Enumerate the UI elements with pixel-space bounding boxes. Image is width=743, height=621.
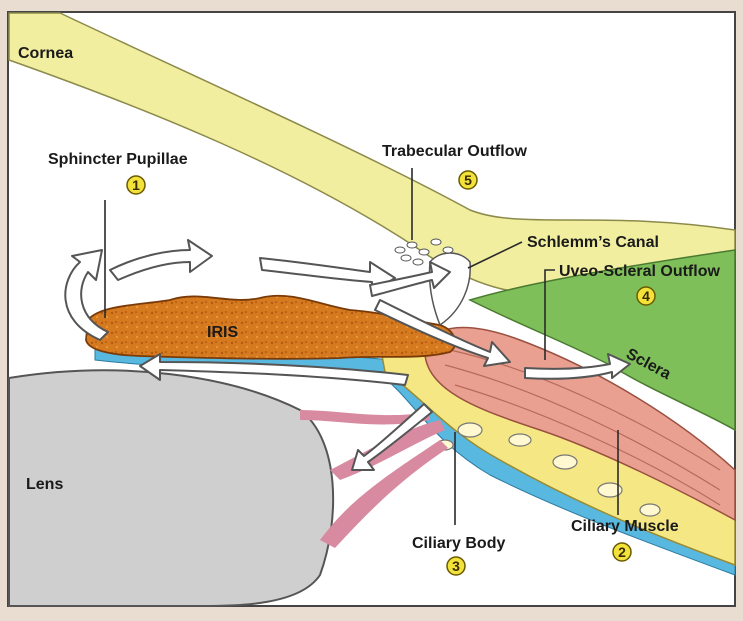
label-uveo-scleral-outflow: Uveo-Scleral Outflow bbox=[559, 263, 720, 280]
svg-text:2: 2 bbox=[618, 544, 626, 560]
zonule-strand-1 bbox=[300, 410, 430, 425]
flow-arrow-down-left bbox=[351, 403, 433, 471]
meshwork-cell-2 bbox=[406, 241, 418, 249]
flow-arrow-back-left bbox=[139, 353, 409, 386]
cornea-shape bbox=[8, 12, 736, 294]
meshwork-cell-7 bbox=[442, 246, 454, 254]
svg-text:4: 4 bbox=[642, 288, 650, 304]
marker-1: 1 bbox=[126, 175, 146, 195]
iris-shape bbox=[85, 294, 457, 360]
meshwork-cell-5 bbox=[412, 258, 424, 266]
vessel-oval-1 bbox=[457, 422, 483, 438]
flow-arrow-to-ciliary bbox=[374, 299, 511, 367]
vessel-oval-4 bbox=[597, 482, 623, 498]
muscle-fiber-2 bbox=[444, 364, 721, 491]
label-trabecular-outflow: Trabecular Outflow bbox=[382, 143, 527, 160]
muscle-fiber-3 bbox=[454, 384, 721, 506]
flow-arrow-top-1 bbox=[109, 239, 213, 281]
sclera-shape bbox=[467, 249, 736, 432]
marker-3: 3 bbox=[446, 556, 466, 576]
leader-uveoscleral bbox=[544, 269, 555, 360]
label-cornea: Cornea bbox=[18, 45, 73, 62]
svg-text:1: 1 bbox=[132, 177, 140, 193]
muscle-fiber-1 bbox=[449, 349, 721, 471]
flow-arrow-up-left bbox=[64, 249, 109, 341]
vessel-oval-2 bbox=[508, 433, 532, 447]
label-iris: IRIS bbox=[207, 324, 238, 341]
svg-text:5: 5 bbox=[464, 172, 472, 188]
meshwork-cell-6 bbox=[430, 238, 442, 246]
zonule-strand-3 bbox=[320, 440, 448, 548]
leader-schlemm bbox=[467, 241, 523, 269]
label-lens: Lens bbox=[26, 476, 63, 493]
vessel-oval-3 bbox=[552, 454, 578, 470]
flow-arrow-uveoscleral bbox=[524, 353, 631, 380]
marker-5: 5 bbox=[458, 170, 478, 190]
svg-text:3: 3 bbox=[452, 558, 460, 574]
meshwork-cell-1 bbox=[394, 246, 406, 254]
flow-arrow-to-trabecular bbox=[369, 261, 451, 297]
marker-2: 2 bbox=[612, 542, 632, 562]
marker-4: 4 bbox=[636, 286, 656, 306]
vessel-oval-5 bbox=[639, 503, 661, 517]
meshwork-cell-4 bbox=[400, 254, 412, 262]
label-sphincter-pupillae: Sphincter Pupillae bbox=[48, 151, 188, 168]
label-ciliary-body: Ciliary Body bbox=[412, 535, 505, 552]
label-ciliary-muscle: Ciliary Muscle bbox=[571, 518, 679, 535]
label-schlemms-canal: Schlemm’s Canal bbox=[527, 234, 659, 251]
ciliary-muscle-shape bbox=[424, 326, 736, 522]
meshwork-cell-3 bbox=[418, 248, 430, 256]
